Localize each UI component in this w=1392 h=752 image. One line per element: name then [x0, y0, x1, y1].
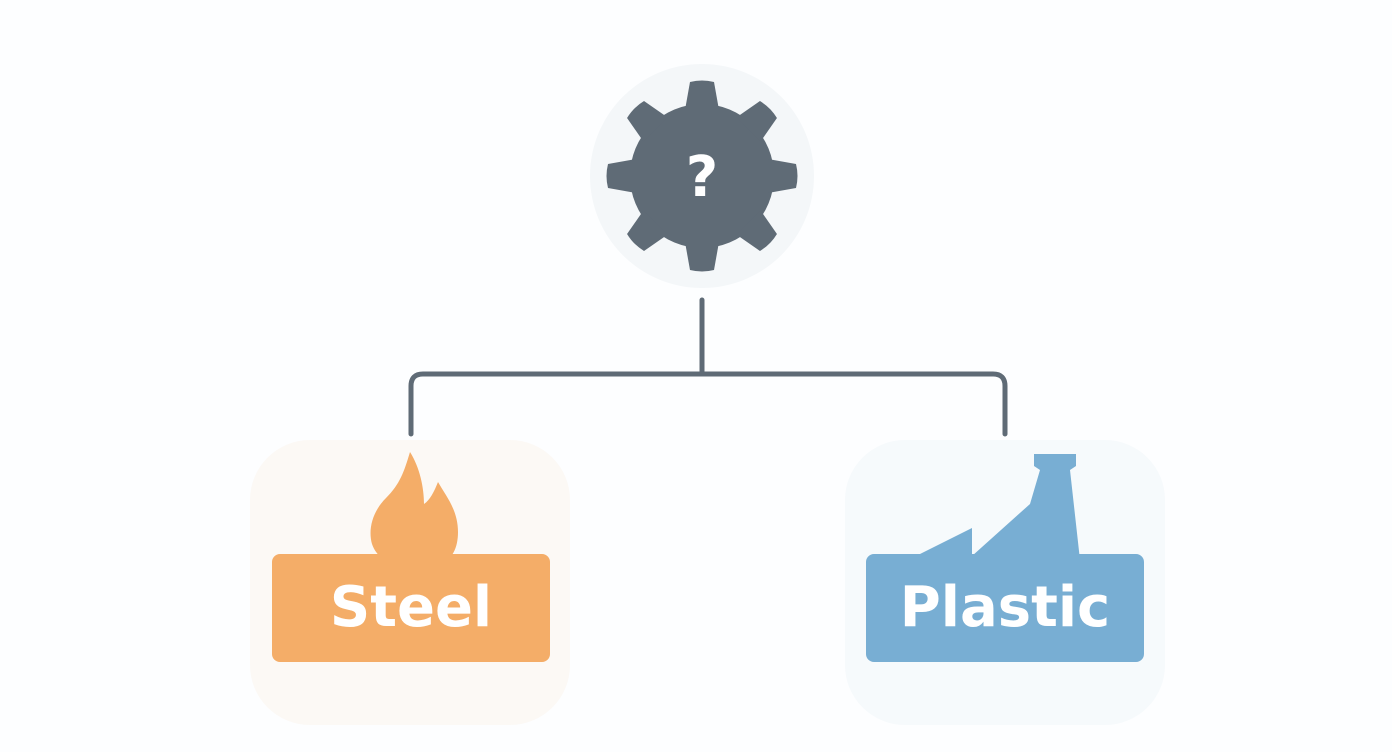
connector-left-branch — [408, 371, 705, 437]
gear-tooth — [627, 101, 668, 142]
question-mark-icon: ? — [686, 145, 718, 210]
gear-tooth — [685, 80, 719, 110]
tree-connector — [408, 297, 1008, 437]
gear-tooth — [627, 210, 668, 251]
gear-tooth — [736, 210, 777, 251]
plastic-node: Plastic — [866, 454, 1144, 662]
steel-label-box — [272, 554, 550, 662]
gear-icon — [606, 80, 798, 272]
gear-question-icon: ? — [606, 80, 798, 272]
plastic-label-box — [866, 554, 1144, 662]
gear-tooth — [768, 159, 798, 193]
flame-icon — [370, 452, 458, 564]
gear-tooth — [736, 101, 777, 142]
steel-node: Steel — [272, 452, 550, 662]
gear-tooth — [606, 159, 636, 193]
gear-tooth — [685, 242, 719, 272]
factory-icon — [916, 454, 1080, 560]
steel-label: Steel — [330, 575, 492, 640]
connector-right-branch — [699, 371, 1008, 437]
plastic-label: Plastic — [900, 575, 1111, 640]
